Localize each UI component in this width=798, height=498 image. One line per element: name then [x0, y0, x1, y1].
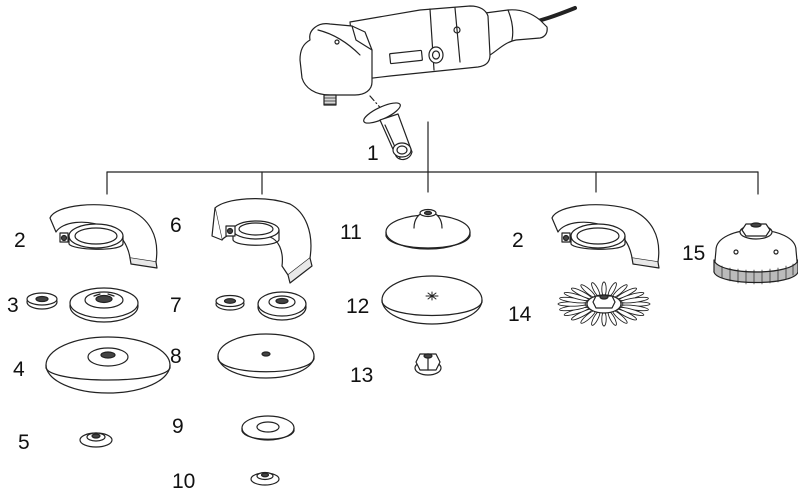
- connector-tree: [106, 121, 759, 195]
- grinding-disc-4-bore: [100, 351, 116, 359]
- wheel-guard-right-collar-inner: [576, 227, 620, 245]
- housing-seam: [454, 7, 461, 63]
- side-handle-illustration: [363, 102, 413, 161]
- cup-brush-15-nut: [741, 223, 771, 237]
- callout-14: 14: [508, 303, 532, 326]
- wheel-guard-deep-rim: [287, 257, 313, 284]
- sanding-disc-12-illustration: [381, 275, 483, 325]
- cup-brush-15-bristles: [713, 259, 798, 284]
- angle-grinder-illustration: [299, 5, 577, 113]
- hex-nut-13-illustration: [414, 353, 442, 376]
- callout-5: 5: [18, 431, 30, 454]
- wire-wheel-14-tuft: [620, 296, 649, 304]
- clamp-nut-10-illustration: [250, 471, 280, 486]
- clamp-nut-5-illustration: [79, 432, 113, 448]
- washer-9-hole: [256, 421, 280, 433]
- callout-3: 3: [7, 294, 19, 317]
- wheel-guard-right-screw: [562, 234, 570, 242]
- backing-flange-3-bore: [95, 294, 113, 304]
- callout-10: 10: [172, 470, 196, 493]
- cup-brush-15-bore: [750, 222, 762, 228]
- callout-6: 6: [170, 214, 182, 237]
- callout-4: 4: [13, 358, 25, 381]
- sanding-disc-12-star-hole: [425, 291, 439, 301]
- backing-pad-11-bore: [423, 210, 433, 216]
- flange-nut-3-hole: [35, 295, 49, 303]
- washer-9-edge: [241, 427, 295, 440]
- wheel-guard-left-illustration: [49, 204, 158, 269]
- flange-set-3-illustration: [26, 287, 139, 323]
- callout-12: 12: [346, 295, 370, 318]
- callout-11: 11: [340, 221, 362, 244]
- flat-disc-8-illustration: [217, 333, 315, 379]
- switch-slot: [389, 49, 423, 65]
- flat-disc-8-bore: [261, 351, 271, 357]
- flange-set-7-illustration: [215, 291, 307, 321]
- spindle-thread: [323, 97, 337, 105]
- wheel-guard-deep-collar: [232, 220, 280, 240]
- hex-nut-13-bore: [423, 353, 433, 359]
- spindle: [323, 94, 337, 106]
- wheel-guard-left-collar-inner: [74, 227, 118, 245]
- speed-dial-center: [431, 50, 441, 60]
- callout-2-right: 2: [512, 229, 524, 252]
- callout-2-left: 2: [14, 229, 26, 252]
- side-handle-end-hole: [396, 145, 408, 155]
- backing-flange-7-bore: [275, 297, 289, 305]
- cup-brush-15-bristle-lines: [721, 263, 794, 285]
- flange-nut-7-hole: [223, 298, 237, 304]
- wheel-guard-right-illustration: [551, 204, 660, 269]
- gear-head-screw: [334, 39, 340, 45]
- backing-flange-3-slots: [93, 293, 115, 297]
- wire-wheel-14-tuft: [601, 311, 607, 327]
- gear-head: [299, 23, 373, 96]
- wheel-guard-deep-collar-side: [232, 229, 280, 246]
- grinding-disc-4-illustration: [45, 336, 171, 394]
- clamp-nut-5-hole: [91, 433, 101, 439]
- cup-brush-15-rivet: [773, 249, 779, 255]
- handle-edge: [507, 9, 514, 41]
- wire-wheel-14-tuft: [601, 281, 607, 297]
- wire-wheel-14-bore: [599, 294, 609, 300]
- backing-pad-11-edge: [385, 231, 471, 249]
- gear-head-edge: [317, 29, 361, 56]
- wheel-guard-deep-screw: [226, 227, 234, 235]
- callout-13: 13: [350, 364, 374, 387]
- wire-wheel-14-nut: [592, 295, 616, 309]
- wheel-guard-right-collar-side: [570, 235, 626, 250]
- wheel-guard-left-collar-side: [68, 235, 124, 250]
- cup-brush-15-rivet: [733, 249, 739, 255]
- flat-disc-8-edge: [217, 355, 315, 373]
- motor-housing: [349, 5, 491, 81]
- callout-1: 1: [367, 142, 379, 165]
- wheel-guard-right-rim: [631, 257, 660, 269]
- callout-15: 15: [682, 242, 706, 265]
- callout-8: 8: [170, 345, 182, 368]
- wheel-guard-left-rim: [129, 257, 158, 269]
- washer-9-illustration: [241, 415, 295, 441]
- cup-brush-15-illustration: [713, 222, 798, 285]
- wheel-guard-deep-side: [211, 207, 223, 241]
- backing-pad-11-illustration: [385, 208, 471, 250]
- callout-9: 9: [172, 415, 184, 438]
- wheel-guard-deep-illustration: [211, 198, 313, 284]
- screw-detail: [453, 26, 461, 34]
- gear-head-ridge: [351, 25, 373, 51]
- speed-dial: [428, 46, 444, 64]
- side-handle-end: [392, 142, 412, 158]
- wire-wheel-14-illustration: [557, 281, 651, 327]
- grinding-disc-4-edge: [45, 364, 171, 381]
- sanding-disc-12-edge: [381, 299, 483, 317]
- clamp-nut-10-hole: [260, 472, 270, 478]
- wheel-guard-deep-collar-inner: [238, 222, 274, 236]
- wheel-guard-left-screw: [60, 234, 68, 242]
- callout-7: 7: [170, 294, 182, 317]
